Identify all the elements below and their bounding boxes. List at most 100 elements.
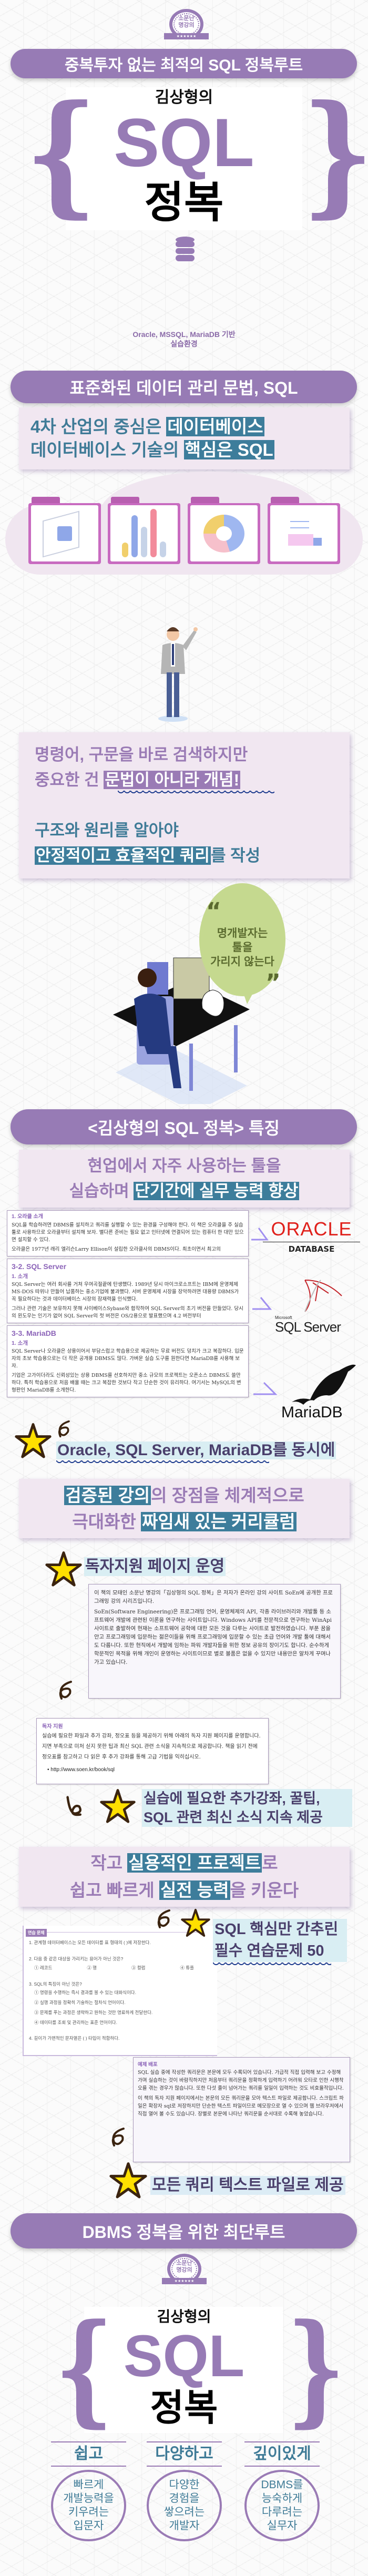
truck-icon	[288, 534, 313, 546]
doc-paragraph: 기업은 고가이더라도 신뢰성있는 상용 DBMS를 선호하지만 중소 규모의 프…	[12, 1373, 241, 1393]
mariadb-seal-icon	[292, 1364, 356, 1405]
sqlserver-logo: Microsoft SQL Server	[275, 1315, 341, 1334]
document-lines	[290, 521, 309, 528]
section-banner-features: <김상형의 SQL 정복> 특징	[11, 1109, 357, 1144]
folder-donut-chart	[188, 497, 260, 564]
arrow-icon	[252, 1297, 272, 1310]
question-options: ① 명령을 수행하는 즉시 결과를 볼 수 있는 대화식이다.② 실행 과정을 …	[34, 1990, 153, 2025]
doc-title: 1. 오라클 소개	[12, 1214, 43, 1220]
extras-caption: 실습에 필요한 추가강좌, 꿀팁,SQL 관련 최신 소식 지속 제공	[142, 1789, 352, 1827]
mariadb-logo: MariaDB	[281, 1404, 343, 1421]
quote-open: “	[206, 898, 221, 925]
doc-paragraph: 이 책의 독자 지원 페이지에서는 본문의 모든 쿼리문을 모아 텍스트 파일로…	[138, 2095, 344, 2117]
concept-line: 안정적이고 효율적인 쿼리를 작성	[35, 846, 261, 865]
curriculum-panel: 검증된 강의의 장점을 체계적으로 극대화한 짜임새 있는 커리큘럼	[19, 1479, 350, 1538]
doc-paragraph: 실습에 필요한 파일과 추가 강좌, 정오표 등을 제공하기 위해 아래의 독자…	[42, 1733, 261, 1760]
oracle-doc-excerpt: 1. 오라클 소개 SQL을 학습하려면 DBMS를 설치하고 쿼리를 실행할 …	[7, 1210, 249, 1256]
soen-doc-excerpt: 이 책의 모태인 소문난 명강의「김상형의 SQL 정복」은 저자가 온라인 강…	[88, 1584, 341, 1699]
doc-chapter: 3-2. SQL Server	[12, 1262, 67, 1271]
folder-shopping	[28, 497, 101, 564]
support-caption: 독자지원 페이지 운영	[84, 1557, 226, 1576]
brace-open: {	[25, 76, 97, 230]
bar	[131, 515, 138, 557]
title-panel	[66, 87, 302, 230]
doc-paragraph: 그러나 관련 기술은 보유하지 못해 사이베이스Sybase와 합작하여 SQL…	[12, 1306, 243, 1319]
squiggle-decoration	[157, 1909, 170, 1928]
files-caption: 모든 쿼리 텍스트 파일로 제공	[150, 2176, 345, 2195]
squiggle-decoration	[66, 1796, 81, 1816]
brace-close: }	[302, 76, 368, 230]
bar	[150, 509, 157, 557]
sqlserver-doc-excerpt: 3-2. SQL Server 1. 소개 SQL Server는 여러 회사를…	[7, 1259, 249, 1323]
doc-paragraph: 이 책의 모태인 소문난 명강의「김상형의 SQL 정복」은 저자가 온라인 강…	[94, 1590, 333, 1604]
doc-paragraph: SoEn(Software Engineering)은 프로그래밍 언어, 운영…	[94, 1609, 332, 1665]
concept-line: 구조와 원리를 알아야	[35, 821, 179, 840]
wavy-underline	[213, 1962, 331, 1967]
database-core-panel: 4차 산업의 중심은 데이터베이스 데이터베이스 기술의 핵심은 SQL	[19, 407, 350, 469]
speech-bubble	[199, 883, 285, 996]
truck-cab	[313, 538, 322, 546]
projects-panel: 작고 실용적인 프로젝트로 쉽고 빠르게 실전 능력을 키운다	[19, 1847, 350, 1907]
folder-bar-chart	[108, 497, 180, 564]
doc-title: 독자 지원	[42, 1724, 63, 1730]
sqlserver-logo-mark	[304, 1280, 342, 1312]
star-icon	[181, 1908, 210, 1937]
concept-panel: 명령어, 구문을 바로 검색하지만 중요한 건 문법이 아니라 개념! 구조와 …	[19, 732, 350, 878]
bar	[141, 527, 147, 557]
examples-doc-excerpt: 예제 배포 SQL 실습 중에 작성한 쿼리문은 본문에 모두 수록되어 있습니…	[133, 2057, 350, 2162]
tools-caption: Oracle, SQL Server, MariaDB를 동시에	[56, 1442, 336, 1459]
database-icon	[176, 237, 195, 261]
dbms-doc-excerpts: 1. 오라클 소개 SQL을 학습하려면 DBMS를 설치하고 쿼리를 실행할 …	[7, 1210, 249, 1397]
concept-line: 명령어, 구문을 바로 검색하지만	[35, 745, 248, 764]
donut-chart	[203, 515, 244, 553]
wavy-underline	[118, 791, 274, 795]
badge-ribbon: ★★★★★★	[164, 33, 209, 39]
arrow-icon	[253, 1382, 278, 1395]
developer-desk-illustration	[113, 957, 250, 1104]
author-name: 김상형의	[155, 89, 213, 106]
question: 4. 길이가 가변적인 문자열은 ( ) 타입이 적합하다.	[29, 2036, 120, 2041]
arrow-icon	[251, 1228, 269, 1241]
bar	[160, 541, 166, 557]
wavy-underline	[56, 1460, 269, 1465]
support-link[interactable]: • http://www.soen.kr/book/sql	[47, 1767, 115, 1773]
doc-paragraph: SQL Server는 여러 회사를 거쳐 우여곡절끝에 탄생했다. 1989년…	[12, 1282, 239, 1302]
squiggle-decoration	[58, 1420, 70, 1438]
mssql-wordmark: SQL Server	[275, 1319, 341, 1335]
shopping-bag-icon	[57, 526, 72, 541]
quote-close: ”	[265, 969, 281, 996]
doc-paragraph: SQL을 학습하려면 DBMS를 설치하고 쿼리를 실행할 수 있는 환경을 구…	[12, 1222, 244, 1243]
doc-paragraph: SQL 실습 중에 작성한 쿼리문은 본문에 모두 수록되어 있습니다. 가급적…	[138, 2070, 344, 2091]
question: 1. 관계형 데이터베이스는 모든 데이터를 표 형태의 ( )에 저장한다.	[29, 1940, 151, 1945]
practice-questions: 1. 관계형 데이터베이스는 모든 데이터를 표 형태의 ( )에 저장한다. …	[29, 1939, 215, 2042]
question: 3. SQL의 특징이 아닌 것은?	[29, 1981, 82, 1987]
support-url[interactable]: http://www.soen.kr/book/sql	[50, 1767, 115, 1773]
column-title: 다양하고	[147, 2441, 222, 2467]
donut-hole	[216, 526, 232, 541]
section-banner-sql-standard: 표준화된 데이터 관리 문법, SQL	[11, 371, 357, 403]
brace-open: {	[55, 2297, 114, 2439]
bar	[122, 543, 128, 557]
column-title: 깊이있게	[244, 2441, 320, 2467]
panel-line: 데이터베이스 기술의 핵심은 SQL	[30, 440, 274, 459]
oracle-wordmark: ORACLE	[263, 1219, 360, 1242]
brace-close: }	[287, 2297, 345, 2439]
concept-line: 중요한 건 문법이 아니라 개념!	[35, 771, 241, 789]
mssql-brand: Microsoft	[275, 1315, 292, 1320]
title-conquer: 정복	[144, 179, 224, 227]
title-sql: SQL	[114, 104, 254, 181]
projects-line: 작고 실용적인 프로젝트로	[90, 1853, 278, 1873]
practice-header: 연습 문제	[26, 1929, 47, 1937]
screen-frame	[43, 510, 79, 558]
doc-title: 예제 배포	[138, 2062, 158, 2068]
